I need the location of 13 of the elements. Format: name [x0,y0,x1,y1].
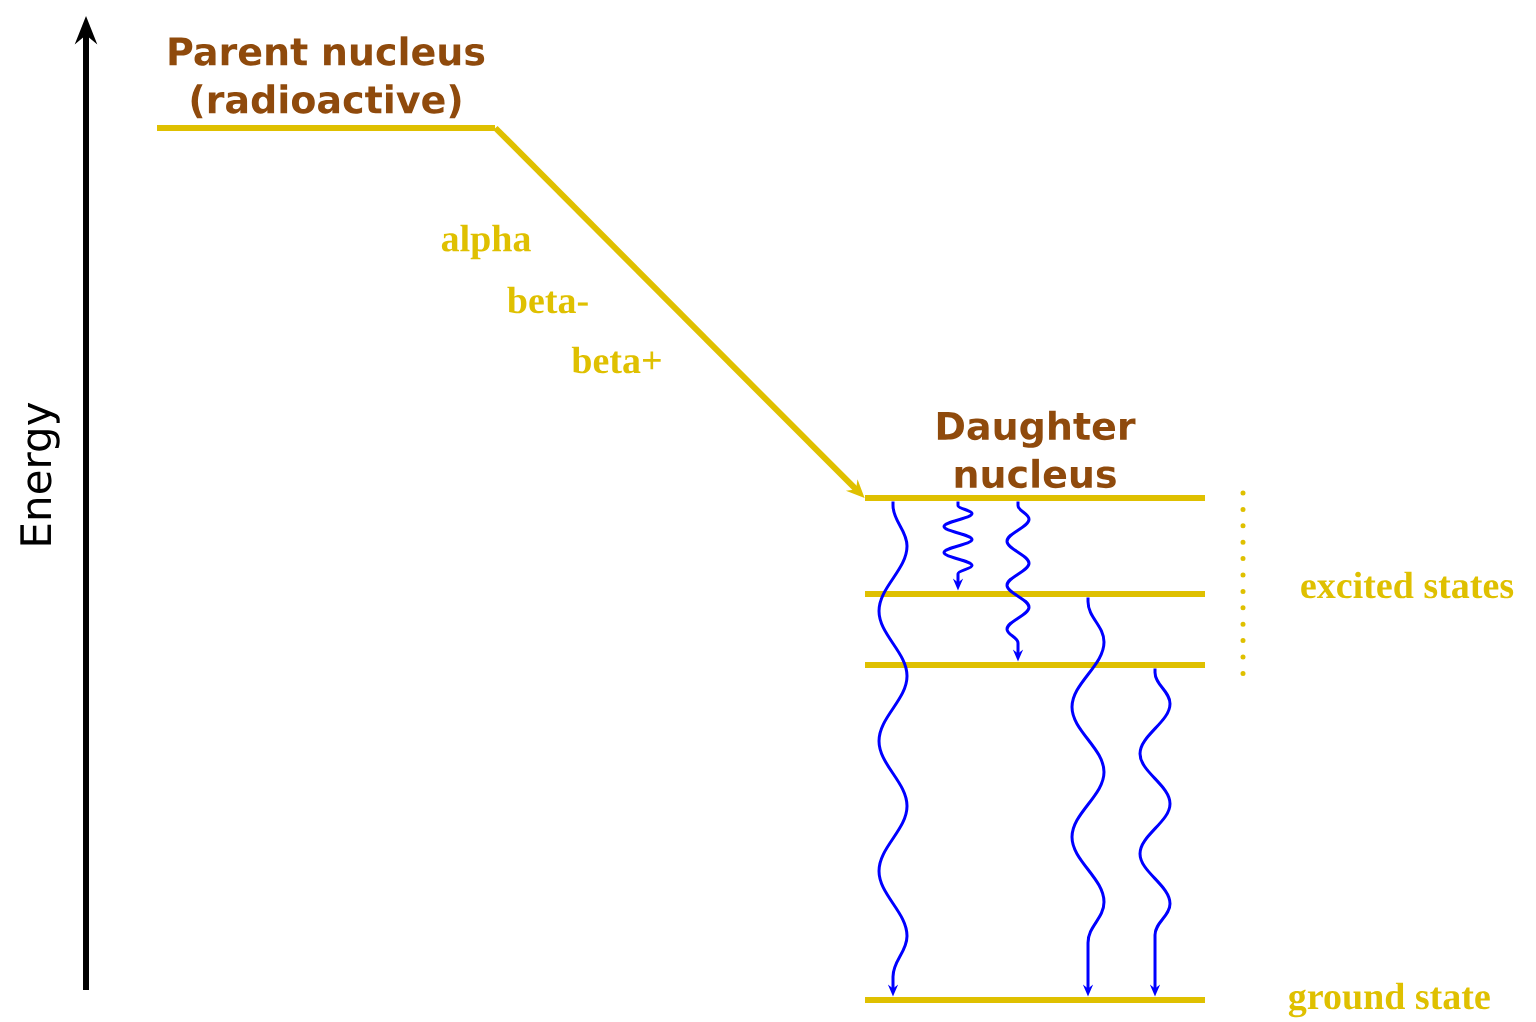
state-label: ground state [1288,982,1490,1018]
energy-level [865,662,1205,668]
energy-level [865,997,1205,1003]
axis-label: Energy [20,402,60,545]
energy-level: Daughter nucleus [865,410,1205,501]
state-label: excited states [1301,571,1514,599]
energy-level: Parent nucleus (radioactive) [157,36,495,131]
node-label: Daughter nucleus [937,410,1136,489]
decay-label: beta- [507,286,588,314]
decay-label: beta+ [571,346,661,374]
node-label: Parent nucleus (radioactive) [169,36,485,119]
decay-label: alpha [441,224,531,260]
energy-level [865,591,1205,597]
